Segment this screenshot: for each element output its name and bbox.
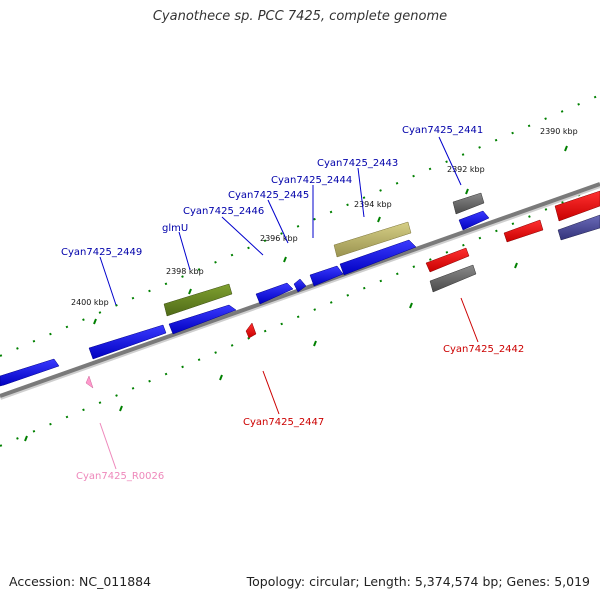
label-leader-lines: [99, 136, 479, 470]
ruler-tick-2394: [377, 216, 381, 223]
reverse-features: [85, 219, 544, 389]
inner-ruler-minor-ticks: [0, 185, 600, 447]
label-cyan7425-2443[interactable]: Cyan7425_2443: [317, 158, 398, 169]
label-glmU[interactable]: glmU: [162, 223, 188, 234]
leader-cyan7425-2443: [357, 167, 365, 218]
topology-text: Topology: circular; Length: 5,374,574 bp…: [246, 574, 590, 589]
ruler-label-2390: 2390 kbp: [540, 127, 578, 136]
leader-cyan7425-2446: [221, 216, 264, 256]
inner-tick-a: [24, 435, 28, 442]
feature-red-right[interactable]: [554, 190, 600, 222]
ruler-label-2394: 2394 kbp: [354, 200, 392, 209]
inner-tick-e: [409, 302, 413, 309]
ruler-label-2392: 2392 kbp: [447, 165, 485, 174]
feature-cyan7425-2445[interactable]: [255, 282, 294, 305]
ruler-label-2396: 2396 kbp: [260, 234, 298, 243]
feature-khaki-block[interactable]: [333, 221, 412, 258]
feature-small-forward[interactable]: [293, 278, 307, 293]
outer-ruler: [0, 94, 600, 357]
feature-gray-top[interactable]: [452, 192, 485, 215]
forward-features: [0, 190, 600, 387]
ruler-tick-2390: [564, 145, 568, 152]
feature-red-mid[interactable]: [503, 219, 544, 243]
feature-gene-left-edge[interactable]: [0, 358, 60, 387]
leader-cyan7425-2445: [267, 199, 289, 244]
label-cyan7425-2447[interactable]: Cyan7425_2447: [243, 417, 324, 428]
feature-cyan7425-2446[interactable]: [168, 304, 237, 335]
feature-cyan7425-2449[interactable]: [88, 324, 167, 360]
outer-ruler-minor-ticks: [0, 94, 600, 357]
inner-ruler: [0, 185, 600, 447]
ruler-label-2398: 2398 kbp: [166, 267, 204, 276]
feature-cyan7425-2443[interactable]: [339, 239, 417, 276]
accession-text: Accession: NC_011884: [9, 574, 152, 589]
feature-cyan7425-2442[interactable]: [425, 247, 470, 273]
label-cyan7425-2444[interactable]: Cyan7425_2444: [271, 175, 352, 186]
ruler-tick-2396: [283, 256, 287, 263]
leader-cyan7425-2447: [262, 370, 280, 415]
inner-tick-f: [514, 262, 518, 269]
ruler-labels: 2390 kbp 2392 kbp 2394 kbp 2396 kbp 2398…: [71, 127, 578, 307]
leader-cyan7425-2442: [460, 297, 479, 343]
ruler-tick-2398: [188, 288, 192, 295]
leader-cyan7425-r0026: [99, 422, 117, 470]
feature-glmU[interactable]: [163, 283, 233, 317]
map-title: Cyanothece sp. PCC 7425, complete genome: [152, 9, 448, 24]
ruler-tick-2392: [465, 188, 469, 195]
ruler-label-2400: 2400 kbp: [71, 298, 109, 307]
gene-labels: Cyan7425_2441 Cyan7425_2443 Cyan7425_244…: [61, 125, 524, 482]
feature-cyan7425-2441[interactable]: [458, 210, 490, 231]
label-cyan7425-2445[interactable]: Cyan7425_2445: [228, 190, 309, 201]
ruler-tick-2400: [93, 318, 97, 325]
inner-tick-b: [119, 405, 123, 412]
label-cyan7425-2449[interactable]: Cyan7425_2449: [61, 247, 142, 258]
label-cyan7425-2442[interactable]: Cyan7425_2442: [443, 344, 524, 355]
feature-cyan7425-2444[interactable]: [309, 265, 344, 287]
leader-glmU: [178, 231, 191, 271]
feature-gray-bottom[interactable]: [429, 264, 477, 293]
leader-cyan7425-2449: [99, 256, 117, 306]
inner-tick-d: [313, 340, 317, 347]
leader-cyan7425-2441: [438, 136, 462, 186]
label-cyan7425-2441[interactable]: Cyan7425_2441: [402, 125, 483, 136]
feature-cyan7425-r0026[interactable]: [85, 375, 94, 389]
label-cyan7425-2446[interactable]: Cyan7425_2446: [183, 206, 264, 217]
feature-cyan7425-2447[interactable]: [245, 322, 257, 339]
label-cyan7425-r0026[interactable]: Cyan7425_R0026: [76, 471, 164, 482]
feature-slate-right[interactable]: [557, 214, 600, 241]
inner-tick-c: [219, 374, 223, 381]
